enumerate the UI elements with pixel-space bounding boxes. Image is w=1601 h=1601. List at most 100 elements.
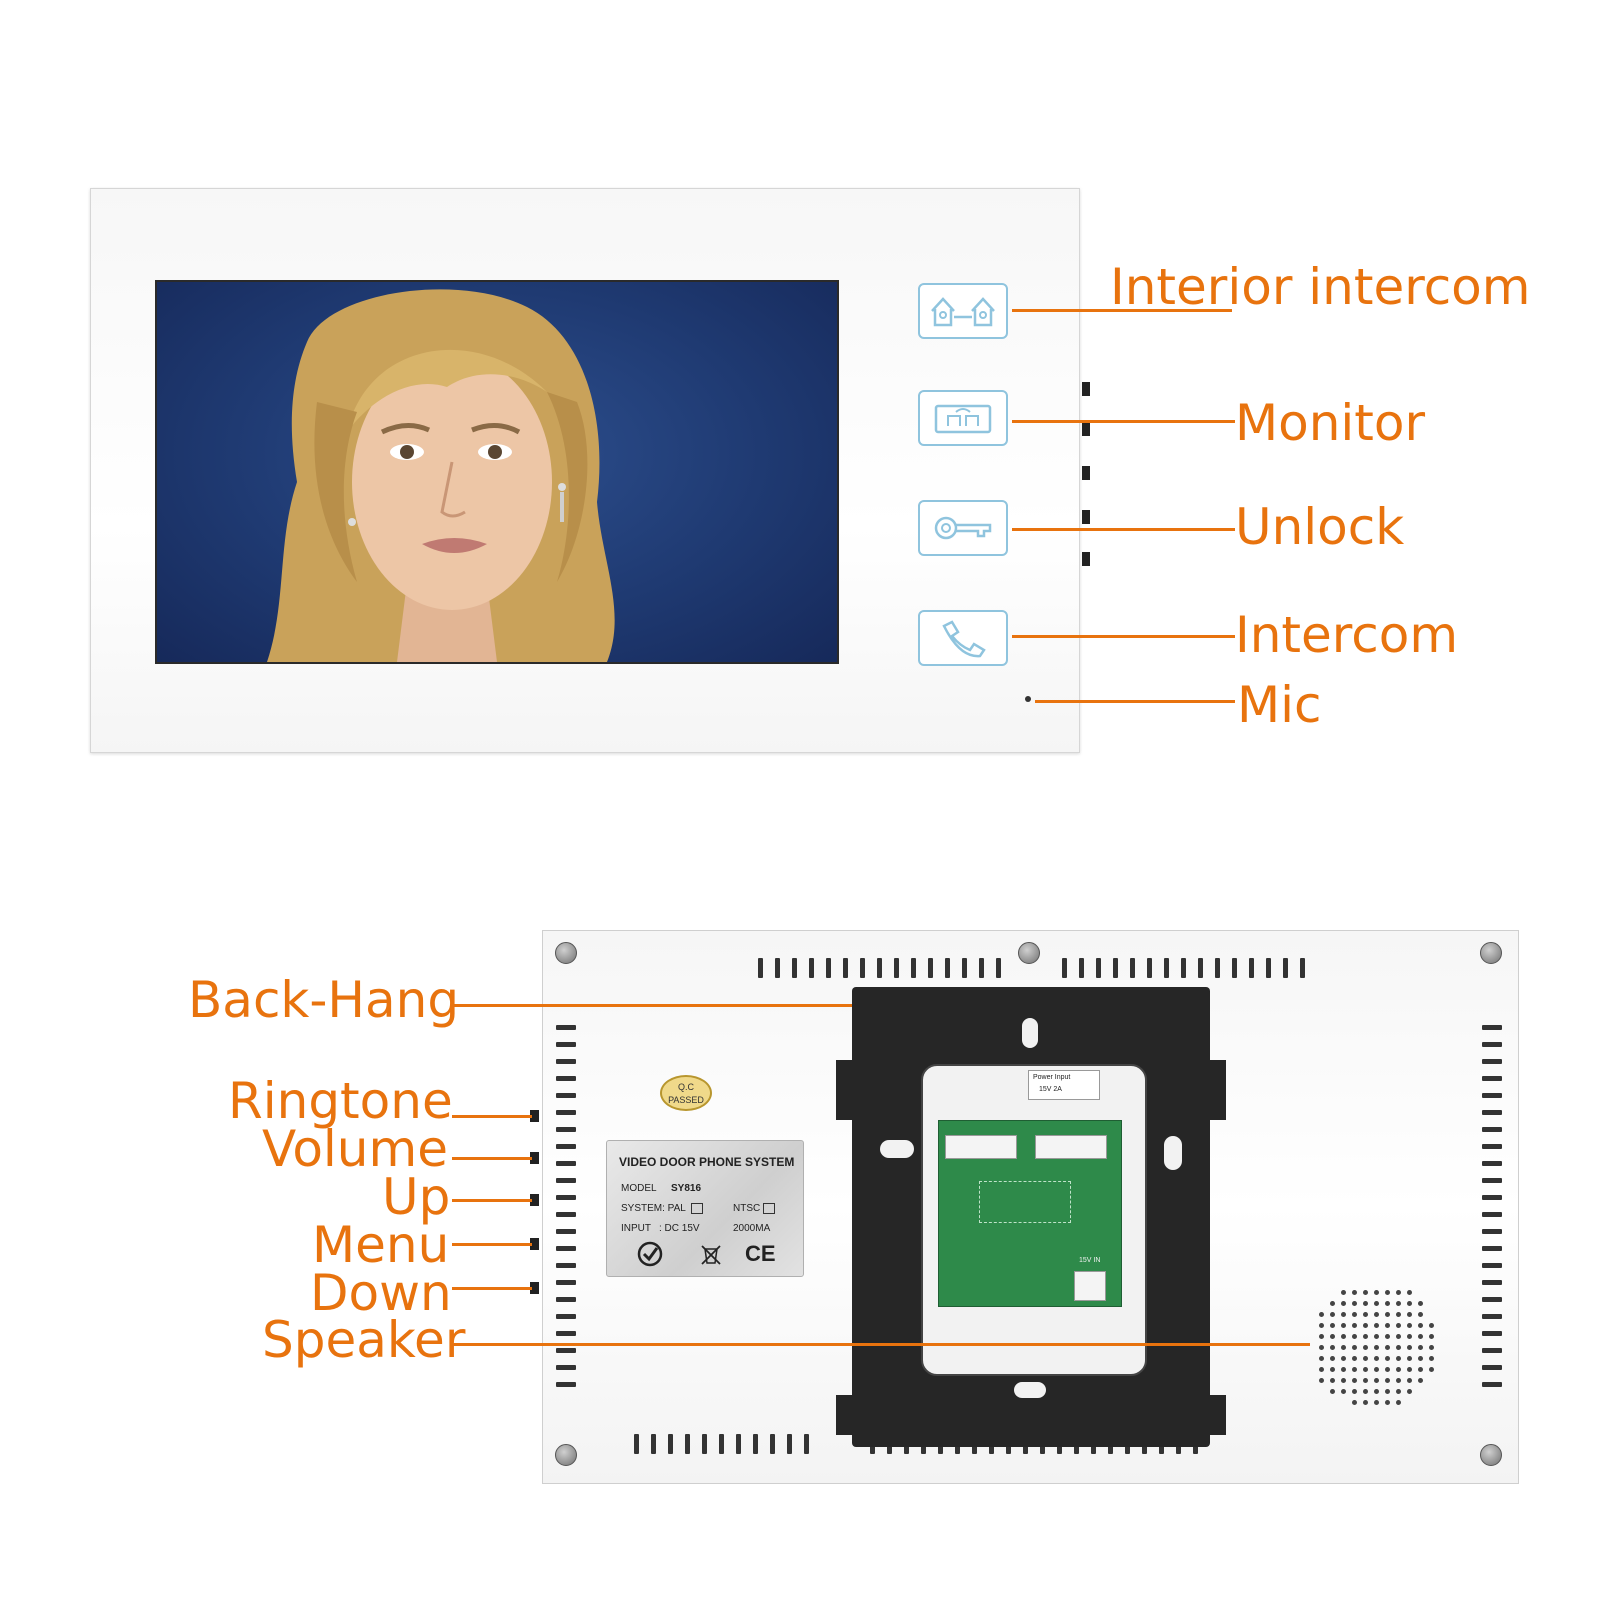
speaker-hole	[1352, 1323, 1357, 1328]
speaker-hole	[1363, 1323, 1368, 1328]
speaker-hole	[1407, 1378, 1412, 1383]
qc-seal-line2: PASSED	[668, 1095, 704, 1105]
speaker-hole	[1319, 1323, 1324, 1328]
speaker-hole	[1407, 1334, 1412, 1339]
volume-button[interactable]	[530, 1152, 539, 1164]
speaker-hole	[1374, 1290, 1379, 1295]
vent-slot	[685, 1434, 690, 1454]
speaker-hole	[1429, 1334, 1434, 1339]
speaker-hole	[1341, 1389, 1346, 1394]
interior-intercom-label: Interior intercom	[1110, 258, 1531, 316]
speaker-hole	[1330, 1367, 1335, 1372]
speaker-hole	[1418, 1367, 1423, 1372]
vent-slot	[556, 1093, 576, 1098]
speaker-hole	[1341, 1323, 1346, 1328]
speaker-hole	[1429, 1323, 1434, 1328]
speaker-hole	[1363, 1290, 1368, 1295]
vent-slot	[1198, 958, 1203, 978]
down-leader	[452, 1287, 532, 1290]
vent-slot	[719, 1434, 724, 1454]
speaker-hole	[1429, 1345, 1434, 1350]
speaker-hole	[1352, 1345, 1357, 1350]
speaker-hole	[1319, 1345, 1324, 1350]
sticker-title: VIDEO DOOR PHONE SYSTEM	[619, 1155, 795, 1169]
handset-icon	[942, 620, 986, 658]
speaker-hole	[1396, 1345, 1401, 1350]
speaker-hole	[1363, 1345, 1368, 1350]
vent-slot	[1215, 958, 1220, 978]
vent-slot	[996, 958, 1001, 978]
vent-slot	[556, 1246, 576, 1251]
vent-slot	[775, 958, 780, 978]
speaker-hole	[1330, 1312, 1335, 1317]
speaker-hole	[1363, 1301, 1368, 1306]
sticker-input-label: INPUT	[621, 1223, 651, 1234]
vent-slot	[1482, 1110, 1502, 1115]
speaker-hole	[1374, 1356, 1379, 1361]
speaker-hole	[1330, 1356, 1335, 1361]
vent-slot	[651, 1434, 656, 1454]
speaker-hole	[1352, 1400, 1357, 1405]
pal-checkbox	[691, 1203, 703, 1214]
menu-button[interactable]	[530, 1238, 539, 1250]
speaker-hole	[1407, 1389, 1412, 1394]
vent-slot	[1482, 1297, 1502, 1302]
vent-slot	[1482, 1042, 1502, 1047]
speaker-hole	[1352, 1389, 1357, 1394]
side-key[interactable]	[1082, 510, 1090, 524]
down-button[interactable]	[530, 1282, 539, 1294]
monitor-button[interactable]	[918, 390, 1008, 446]
speaker-hole	[1407, 1367, 1412, 1372]
up-button[interactable]	[530, 1194, 539, 1206]
vent-slot	[556, 1195, 576, 1200]
speaker-hole	[1374, 1334, 1379, 1339]
vent-slot	[556, 1025, 576, 1030]
speaker-hole	[1385, 1323, 1390, 1328]
house-to-house-icon	[931, 297, 995, 327]
speaker-hole	[1330, 1389, 1335, 1394]
speaker-hole	[1319, 1312, 1324, 1317]
qc-passed-seal: Q.C PASSED	[660, 1075, 712, 1111]
unlock-button[interactable]	[918, 500, 1008, 556]
bracket-hole	[1164, 1136, 1182, 1170]
speaker-hole	[1385, 1356, 1390, 1361]
interior-intercom-button[interactable]	[918, 283, 1008, 339]
speaker-hole	[1352, 1312, 1357, 1317]
screw	[555, 942, 577, 964]
vent-slot	[877, 958, 882, 978]
unlock-label: Unlock	[1235, 498, 1405, 556]
speaker-hole	[1341, 1312, 1346, 1317]
side-key[interactable]	[1082, 466, 1090, 480]
speaker-hole	[1396, 1301, 1401, 1306]
ringtone-leader	[452, 1115, 532, 1118]
speaker-hole	[1396, 1323, 1401, 1328]
screw	[1480, 1444, 1502, 1466]
vent-slot	[1482, 1229, 1502, 1234]
speaker-hole	[1363, 1389, 1368, 1394]
vent-slot	[556, 1348, 576, 1353]
speaker-hole	[1374, 1367, 1379, 1372]
vent-slot	[556, 1365, 576, 1370]
sticker-current-value: 2000MA	[733, 1223, 771, 1234]
speaker-hole	[1352, 1290, 1357, 1295]
vent-slot	[1300, 958, 1305, 978]
intercom-button[interactable]	[918, 610, 1008, 666]
speaker-hole	[1396, 1290, 1401, 1295]
down-label: Down	[310, 1264, 452, 1322]
interior-intercom-leader	[1012, 309, 1232, 312]
vent-slot	[758, 958, 763, 978]
power-input-label-box: Power Input 15V 2A	[1028, 1070, 1100, 1100]
vent-slot	[556, 1059, 576, 1064]
vent-slot	[1283, 958, 1288, 978]
key-icon	[934, 516, 992, 540]
speaker-hole	[1341, 1378, 1346, 1383]
circuit-board: 15V IN	[938, 1120, 1122, 1307]
speaker-hole	[1319, 1356, 1324, 1361]
ringtone-button[interactable]	[530, 1110, 539, 1122]
speaker-hole	[1396, 1312, 1401, 1317]
power-connector	[1074, 1271, 1106, 1301]
side-key[interactable]	[1082, 382, 1090, 396]
side-key[interactable]	[1082, 422, 1090, 436]
side-key[interactable]	[1082, 552, 1090, 566]
vent-slot	[894, 958, 899, 978]
